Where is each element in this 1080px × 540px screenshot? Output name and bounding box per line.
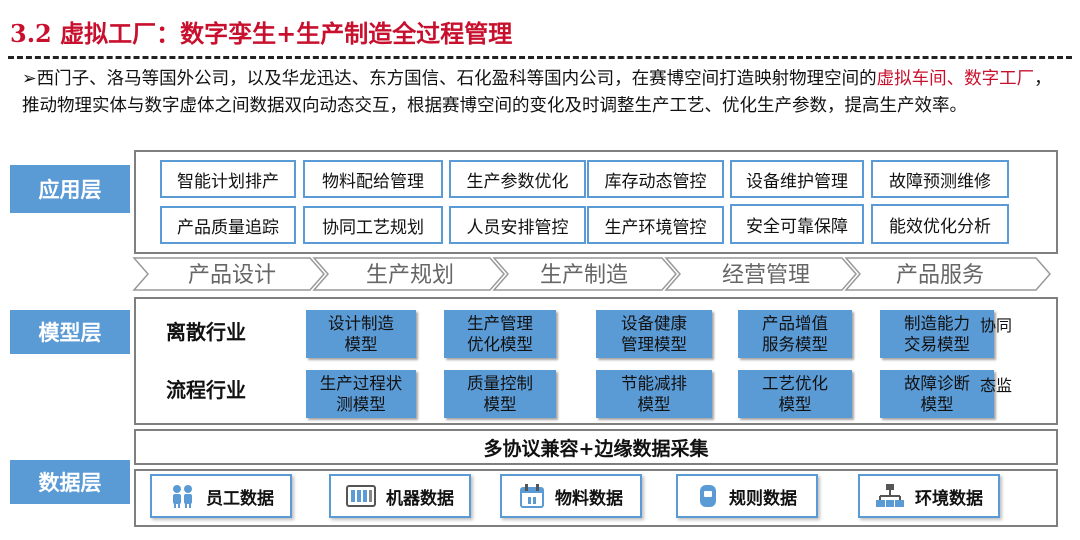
edge-collection-bar: 多协议兼容+边缘数据采集	[134, 429, 1058, 465]
material-icon	[520, 484, 544, 508]
process-model: 质量控制 模型	[444, 370, 556, 418]
application-layer-label: 应用层	[10, 165, 130, 213]
stage-chevron	[664, 257, 857, 291]
stage-chevron	[492, 257, 677, 291]
discrete-model: 设计制造 模型	[306, 310, 416, 358]
app-item: 设备维护管理	[730, 160, 864, 198]
process-model: 节能减排 模型	[596, 370, 712, 418]
data-item-label: 员工数据	[206, 488, 274, 509]
app-item: 人员安排管控	[449, 206, 586, 244]
title-divider	[8, 56, 1072, 59]
data-item-employee: 员工数据	[150, 474, 292, 518]
data-item-machine: 机器数据	[329, 474, 471, 518]
process-model: 工艺优化 模型	[738, 370, 852, 418]
app-item: 生产参数优化	[449, 160, 586, 198]
intro-text-2: ，推动物理实体与数字虚体之间数据双向动态交互，根据赛博空间的变化及时调整生产工艺…	[22, 69, 1052, 116]
discrete-model: 生产管理 优化模型	[444, 310, 556, 358]
app-item: 故障预测维修	[871, 160, 1009, 198]
stage-chevron	[312, 257, 505, 291]
model-extra-text: 协同	[980, 316, 1013, 335]
app-item: 物料配给管理	[303, 160, 443, 198]
data-item-label: 物料数据	[555, 488, 623, 509]
network-icon	[876, 484, 904, 507]
app-item: 协同工艺规划	[303, 206, 443, 244]
stage-label: 生产规划	[366, 263, 454, 288]
stage-label: 经营管理	[722, 263, 810, 288]
model-layer-label: 模型层	[10, 310, 130, 354]
app-item: 能效优化分析	[871, 204, 1009, 244]
data-layer-label: 数据层	[10, 460, 130, 504]
stage-label: 生产制造	[540, 263, 628, 288]
bullet-marker: ➢	[22, 69, 37, 89]
intro-paragraph: ➢西门子、洛马等国外公司，以及华龙迅达、东方国信、石化盈科等国内公司，在赛博空间…	[22, 66, 1062, 120]
data-item-material: 物料数据	[500, 474, 642, 518]
process-model: 故障诊断 模型	[880, 370, 994, 418]
machine-icon	[346, 485, 376, 507]
model-extra-text: 态监	[980, 376, 1013, 395]
data-item-label: 环境数据	[915, 488, 983, 509]
discrete-model: 制造能力 交易模型	[880, 310, 994, 358]
app-item: 库存动态管控	[587, 160, 724, 198]
app-item: 智能计划排产	[160, 160, 296, 198]
stage-label: 产品服务	[896, 263, 984, 288]
discrete-model: 设备健康 管理模型	[596, 310, 712, 358]
people-icon	[173, 485, 192, 508]
data-item-label: 规则数据	[729, 488, 797, 509]
rules-icon	[700, 485, 716, 507]
value-chain-arrows: 产品设计 生产规划 生产制造 经营管理 产品服务	[132, 257, 1051, 291]
intro-highlight: 虚拟车间、数字工厂	[876, 69, 1035, 89]
process-industry-label: 流程行业	[166, 378, 246, 402]
app-item: 生产环境管控	[587, 206, 724, 244]
stage-chevron	[844, 257, 1051, 291]
app-item: 安全可靠保障	[730, 204, 864, 244]
intro-text-1: 西门子、洛马等国外公司，以及华龙迅达、东方国信、石化盈科等国内公司，在赛博空间打…	[36, 69, 877, 89]
page-title: 3.2 虚拟工厂：数字孪生+生产制造全过程管理	[10, 19, 513, 48]
data-item-environment: 环境数据	[858, 474, 1000, 518]
stage-label: 产品设计	[188, 263, 276, 288]
discrete-model: 产品增值 服务模型	[738, 310, 852, 358]
app-item: 产品质量追踪	[160, 206, 296, 244]
data-item-label: 机器数据	[386, 488, 454, 509]
discrete-industry-label: 离散行业	[166, 320, 246, 344]
stage-chevron	[132, 257, 325, 291]
data-item-rules: 规则数据	[676, 474, 818, 518]
process-model: 生产过程状 测模型	[306, 370, 416, 418]
